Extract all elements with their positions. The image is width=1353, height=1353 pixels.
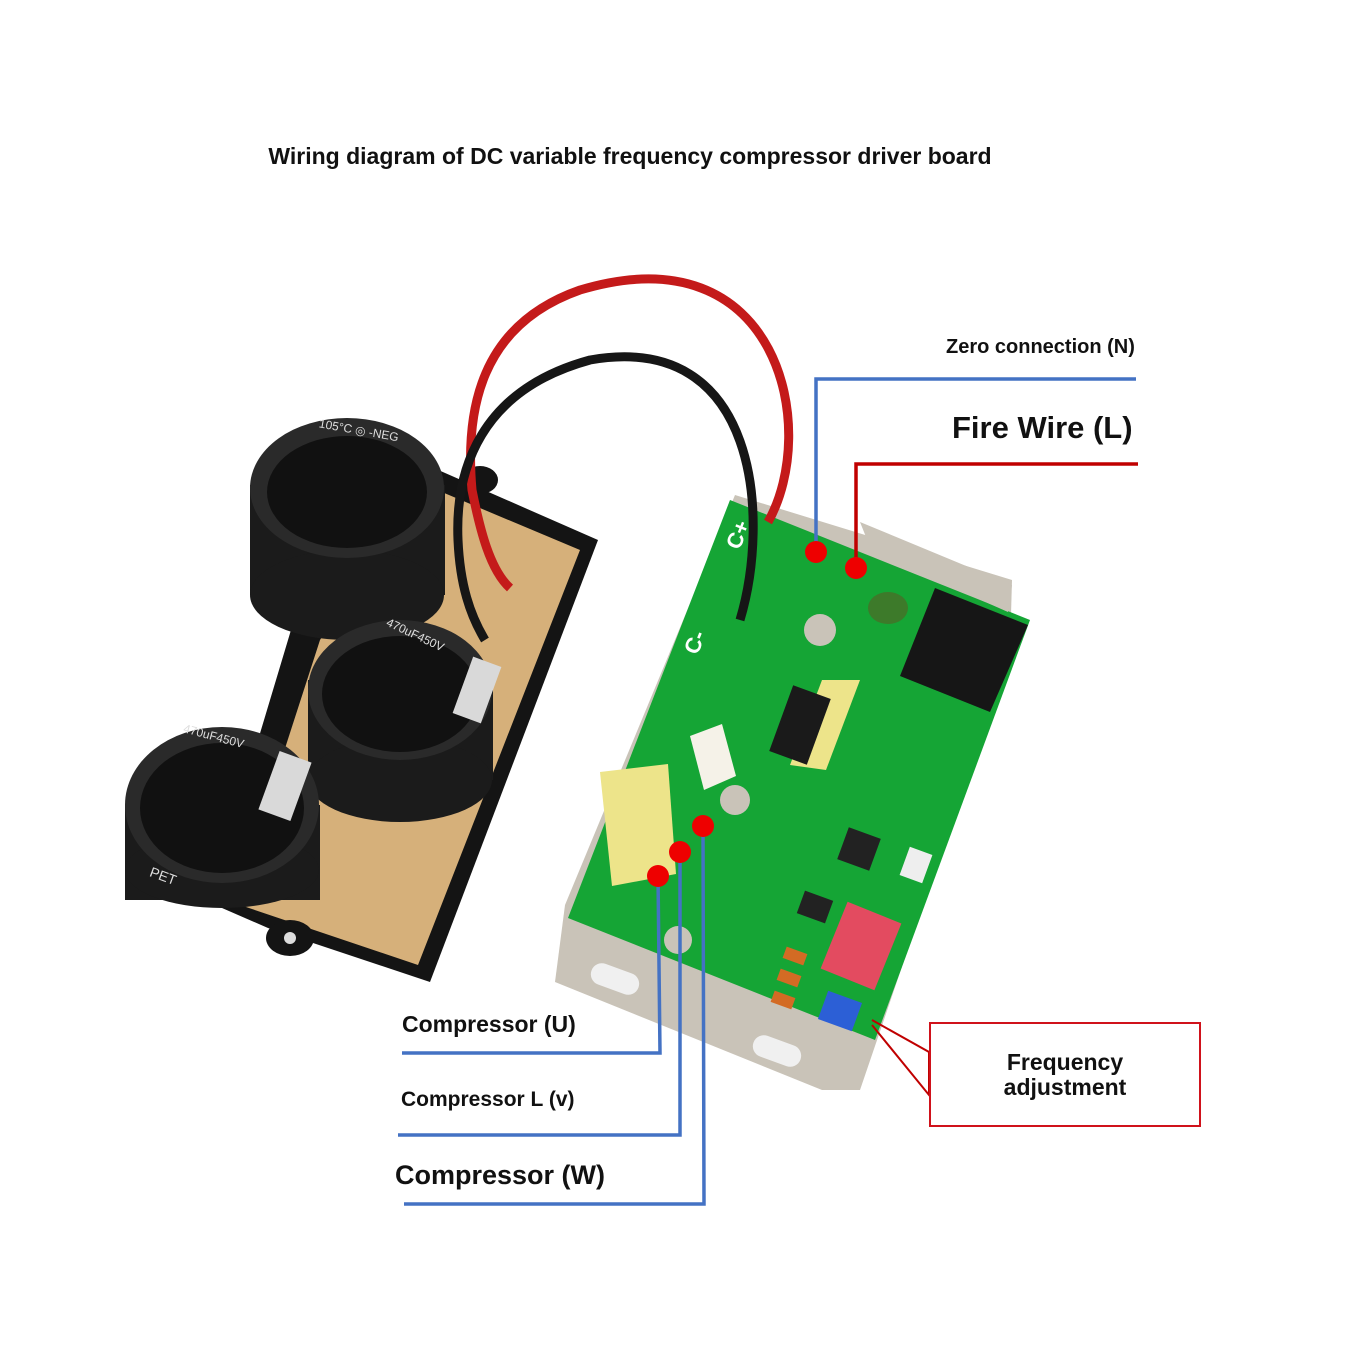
frequency-adjustment-callout: Frequency adjustment [929, 1022, 1201, 1127]
black-wire [453, 352, 758, 643]
capacitor-bottom: 470uF450V PET [125, 721, 320, 908]
film-capacitor-large [600, 764, 676, 886]
relay [900, 588, 1028, 712]
mcu-chip [837, 827, 881, 871]
marker-compressor-v [669, 841, 691, 863]
pcb-board: C+ C- [568, 500, 1030, 1040]
diagram-title: Wiring diagram of DC variable frequency … [268, 143, 992, 169]
label-frequency-adjustment: Frequency adjustment [1003, 1048, 1127, 1100]
marker-live [845, 557, 867, 579]
capacitor-middle: 470uF450V [308, 615, 502, 822]
label-compressor-u: Compressor (U) [402, 1011, 576, 1037]
leader-neutral [814, 377, 1136, 552]
dip-switch [820, 901, 902, 991]
marker-compressor-w [692, 815, 714, 837]
marker-neutral [805, 541, 827, 563]
label-neutral: Zero connection (N) [946, 336, 1135, 358]
red-wire [466, 274, 794, 592]
frequency-potentiometer [817, 990, 863, 1032]
leader-compressor-v [398, 852, 682, 1137]
film-capacitor-small [690, 724, 736, 790]
label-compressor-v: Compressor L (v) [401, 1088, 575, 1111]
marker-compressor-u [647, 865, 669, 887]
capacitor-top: 105°C ◎ -NEG [250, 416, 445, 640]
label-compressor-w: Compressor (W) [395, 1160, 606, 1190]
leader-live [854, 462, 1138, 568]
label-live: Fire Wire (L) [952, 410, 1133, 445]
leader-compressor-u [402, 875, 662, 1055]
leader-frequency [871, 1019, 930, 1098]
leader-compressor-w [404, 825, 706, 1206]
